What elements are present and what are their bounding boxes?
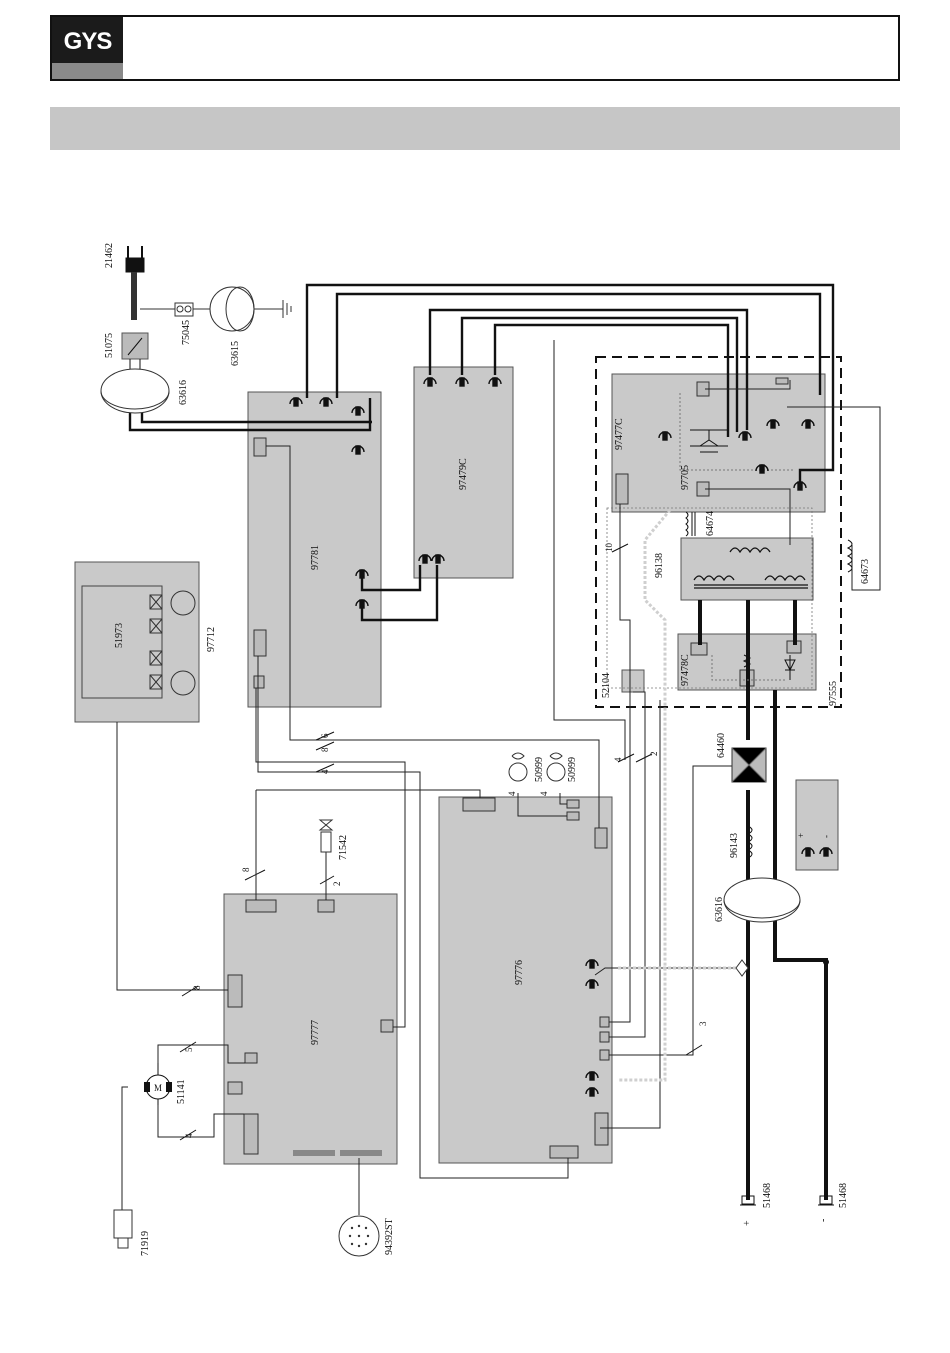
label-display-board: 97712 [206,627,217,652]
label-input-toroid: 63616 [178,380,189,405]
wire-count-2b: 2 [649,752,659,757]
torch-connector [114,1210,132,1248]
label-socket-minus: 51468 [838,1183,849,1208]
output-terminal-block [796,780,838,870]
polarity-minus: - [818,1219,829,1222]
label-terminal: 75045 [181,320,192,345]
wire-count-4c: 4 [613,757,623,762]
wire-count-4a: 4 [320,769,330,774]
wire-count-2a: 2 [332,882,342,887]
label-display-module: 51973 [114,623,125,648]
label-plug: 21462 [104,243,115,268]
label-output-choke: 96143 [729,833,740,858]
label-right-inductor: 64673 [860,559,871,584]
terminal-block [140,303,210,316]
thermal-sensor-box [622,670,644,692]
label-output-toroid: 63616 [714,897,725,922]
terminal-plus: + [796,833,806,838]
wire-count-4e: 4 [539,791,549,796]
transformer-board [681,538,813,600]
motor-symbol: M [154,1083,162,1093]
wire-count-5: 5 [184,1047,194,1052]
label-remote-socket: 94392ST [384,1218,395,1255]
junction-dot [823,959,829,965]
label-motor: 51141 [176,1079,187,1104]
right-inductor [848,540,852,572]
gas-valve [320,820,332,852]
igbt-board [612,374,825,512]
wire-count-8a: 8 [320,747,330,752]
terminal-minus: - [821,835,831,838]
label-filter: 63615 [230,341,241,366]
small-inductor [686,512,695,536]
wire-count-3: 3 [698,1021,708,1026]
label-thermal-sensor: 52104 [601,673,612,698]
wire-count-8b: 8 [241,867,251,872]
label-igbt-board: 97477C [614,418,625,450]
label-transformer: 96138 [654,553,665,578]
label-power-board: 97781 [310,545,321,570]
output-sockets [740,1196,834,1205]
wire-count-6: 6 [320,733,330,738]
label-gas-valve: 71542 [338,835,349,860]
input-toroid [101,369,169,413]
control-board [439,797,612,1163]
label-rectifier-board: 97479C [458,458,469,490]
wire-count-4b: 4 [184,1133,194,1138]
label-socket-plus: 51468 [762,1183,773,1208]
label-inductor-small: 64674 [705,511,716,536]
bridge [732,748,766,782]
label-interface-board: 97777 [310,1020,321,1045]
label-fan-right: 50999 [567,757,578,782]
emi-filter [210,287,291,331]
polarity-plus: + [742,1220,753,1226]
label-switch: 51075 [104,333,115,358]
label-control-board: 97776 [514,960,525,985]
output-toroid [724,878,800,922]
label-igbt-module: 97705 [680,465,691,490]
wire-count-4d: 4 [507,791,517,796]
wire-count-10: 10 [604,543,614,553]
wire-count-8c: 8 [192,985,202,990]
label-fan-left: 50999 [534,757,545,782]
label-output-assembly: 97555 [828,681,839,706]
label-torch-connector: 71919 [140,1231,151,1256]
label-output-diode-board: 97478C [680,654,691,686]
label-bridge: 64460 [716,733,727,758]
remote-socket [339,1216,379,1256]
